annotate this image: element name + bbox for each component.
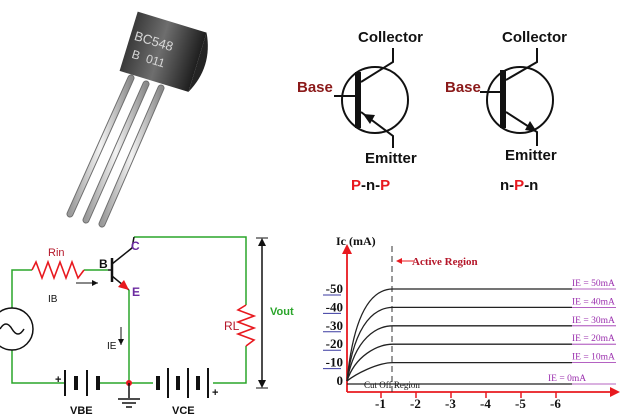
b-label: B: [99, 257, 108, 271]
pnp-emitter-arrow-icon: [363, 114, 375, 124]
vbe-label: VBE: [70, 405, 93, 417]
npn-emitter-label: Emitter: [505, 147, 557, 164]
pnp-type-label: P-n-P: [351, 177, 390, 194]
pnp-type-p1: P: [351, 177, 361, 194]
active-region-label: Active Region: [412, 256, 478, 268]
npn-type-label: n-P-n: [500, 177, 538, 194]
x-tick-label: -4: [480, 396, 491, 411]
rin-resistor-icon: [31, 259, 85, 281]
ib-label: IB: [48, 294, 58, 305]
y-axis-arrow-icon: [342, 244, 352, 254]
npn-type-n2: -n: [524, 177, 538, 194]
npn-type-n1: n-: [500, 177, 514, 194]
pnp-symbol: Collector Base Emitter P-n-P: [297, 29, 423, 194]
vce-plus: +: [212, 387, 218, 399]
c-label: C: [131, 239, 140, 253]
vce-label: VCE: [172, 405, 195, 417]
circuit: Rin IB B C E IE + VBE: [0, 236, 294, 417]
x-tick-label: -6: [550, 396, 561, 411]
circuit-emitter-arrow-icon: [118, 280, 129, 290]
ie-curve: [346, 288, 572, 382]
ie-curve-label: IE = 10mA: [572, 353, 615, 363]
npn-collector-label: Collector: [502, 29, 567, 46]
pnp-base-label: Base: [297, 79, 333, 96]
transistor-photo: BC548 B 011: [66, 11, 208, 228]
y-tick-label: -30: [326, 318, 343, 333]
x-tick-label: -3: [445, 396, 456, 411]
vout-label: Vout: [270, 306, 294, 318]
x-tick-label: -5: [515, 396, 526, 411]
pnp-collector-lead: [360, 48, 394, 83]
characteristic-chart: Ic (mA) Active Region Cut Off Region 0 -1…: [323, 234, 620, 411]
rin-label: Rin: [48, 247, 65, 259]
circuit-wires: [11, 236, 247, 384]
y-tick-label: -20: [326, 336, 343, 351]
ie-curve: [346, 325, 572, 382]
ie-label: IE: [107, 341, 117, 352]
pnp-emitter-label: Emitter: [365, 150, 417, 167]
x-tick-label: -2: [410, 396, 421, 411]
y-tick-label: -10: [326, 355, 343, 370]
pnp-type-p2: P: [380, 177, 390, 194]
chart-marks: 0 -10 -20 -30 -40 -50 -1 -2 -3 -4 -5 -6 IE = 50mA IE …: [323, 279, 616, 411]
y-tick-label: 0: [337, 373, 344, 388]
ie-curve-label: IE = 20mA: [572, 334, 615, 344]
ie-curve: [346, 343, 572, 382]
npn-collector-lead: [505, 48, 538, 81]
ie-curve-label: IE = 0mA: [548, 374, 586, 384]
cutoff-region-label: Cut Off Region: [364, 380, 420, 390]
transistor-legs: [66, 74, 165, 228]
ac-source-icon: [0, 307, 34, 351]
npn-type-p: P: [514, 177, 524, 194]
pnp-type-n: -n-: [361, 177, 380, 194]
vbe-battery-icon: [64, 370, 100, 396]
ie-curve-label: IE = 50mA: [572, 279, 615, 289]
pnp-collector-label: Collector: [358, 29, 423, 46]
y-tick-label: -40: [326, 299, 343, 314]
npn-circle: [486, 66, 554, 134]
ie-curve: [346, 306, 572, 382]
vce-battery-icon: [156, 368, 209, 398]
npn-symbol: Collector Base Emitter n-P-n: [445, 29, 567, 194]
x-tick-label: -1: [375, 396, 386, 411]
npn-emitter-arrow-icon: [525, 121, 537, 132]
ie-curve-label: IE = 30mA: [572, 316, 615, 326]
npn-base-label: Base: [445, 79, 481, 96]
y-tick-label: -50: [326, 281, 343, 296]
x-axis-arrow-icon: [610, 387, 620, 397]
rl-label: RL: [224, 319, 240, 333]
ie-curve: [346, 361, 572, 382]
vbe-plus: +: [55, 374, 61, 386]
y-axis-label: Ic (mA): [336, 234, 376, 248]
ie-curve-label: IE = 40mA: [572, 297, 615, 307]
rl-resistor-icon: [235, 304, 257, 347]
e-label: E: [132, 285, 140, 299]
transistor-body: BC548 B 011: [119, 11, 208, 92]
pnp-circle: [341, 66, 409, 134]
